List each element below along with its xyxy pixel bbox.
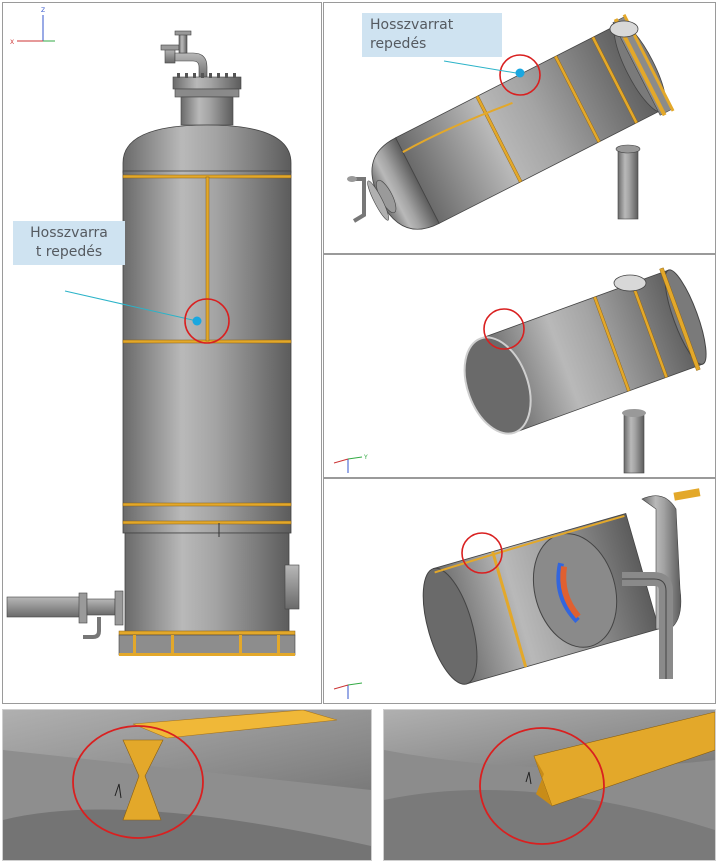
horizontal-vessel-fittings <box>347 20 641 223</box>
callout-leader <box>64 290 198 322</box>
cut-vessel-fittings <box>613 274 647 474</box>
callout2-line1: Hosszvarrat <box>370 17 454 33</box>
crack-marker-left <box>72 725 204 839</box>
crack-marker-circle-4 <box>461 532 503 574</box>
callout-label-2: Hosszvarrat repedés <box>362 13 502 57</box>
weld-detail-right-panel <box>383 709 716 861</box>
vessel-base <box>118 630 296 656</box>
horizontal-vessel-panel: Hosszvarrat repedés <box>323 2 716 254</box>
crack-marker-circle-2 <box>499 54 541 96</box>
crack-line-right <box>525 771 532 785</box>
side-pipe <box>6 590 124 639</box>
callout-line2: t repedés <box>35 244 103 260</box>
section-vessel-body <box>422 512 660 685</box>
crack-marker-circle-3 <box>483 308 525 350</box>
crack-marker-circle <box>184 298 230 344</box>
vertical-vessel-drawing: Z X <box>6 7 300 656</box>
callout2-line2: repedés <box>370 36 427 52</box>
weld-detail-left-drawing <box>3 710 371 860</box>
axis-label-z: Z <box>41 7 45 14</box>
top-flange <box>172 73 242 126</box>
weld-bead-right <box>533 711 715 807</box>
horizontal-vessel-drawing <box>347 14 675 230</box>
right-nozzle <box>284 564 300 610</box>
axis-label-x: X <box>10 39 14 46</box>
crack-marker-right <box>479 727 605 845</box>
cut-vessel-panel: Y <box>323 254 716 478</box>
crack-point-2 <box>515 68 525 78</box>
weld-seams <box>122 174 292 525</box>
section-vessel-drawing <box>333 488 701 699</box>
top-nozzle <box>160 30 208 80</box>
section-vessel-fittings <box>622 488 701 679</box>
callout-label: Hosszvarra t repedés <box>13 221 125 265</box>
axis-label-y-3: Y <box>363 454 368 461</box>
weld-bead-left <box>132 710 338 739</box>
top-dome <box>122 124 292 174</box>
callout-leader-2 <box>443 60 517 74</box>
weld-detail-right-drawing <box>384 710 715 860</box>
section-vessel-panel <box>323 478 716 704</box>
vessel-skirt <box>124 532 290 634</box>
axis-triad-icon-4 <box>333 682 363 699</box>
crack-point <box>192 316 202 326</box>
weld-detail-left-panel <box>2 709 372 861</box>
axis-triad-icon: Z X <box>10 7 55 46</box>
cut-vessel-drawing: Y <box>333 267 707 474</box>
axis-triad-icon-3: Y <box>333 454 368 473</box>
callout-line1: Hosszvarra <box>30 225 108 241</box>
horizontal-vessel-body <box>367 14 675 230</box>
cut-vessel-body <box>463 267 707 435</box>
vertical-vessel-panel: Z X <box>2 2 322 704</box>
crack-line-left <box>114 783 122 799</box>
